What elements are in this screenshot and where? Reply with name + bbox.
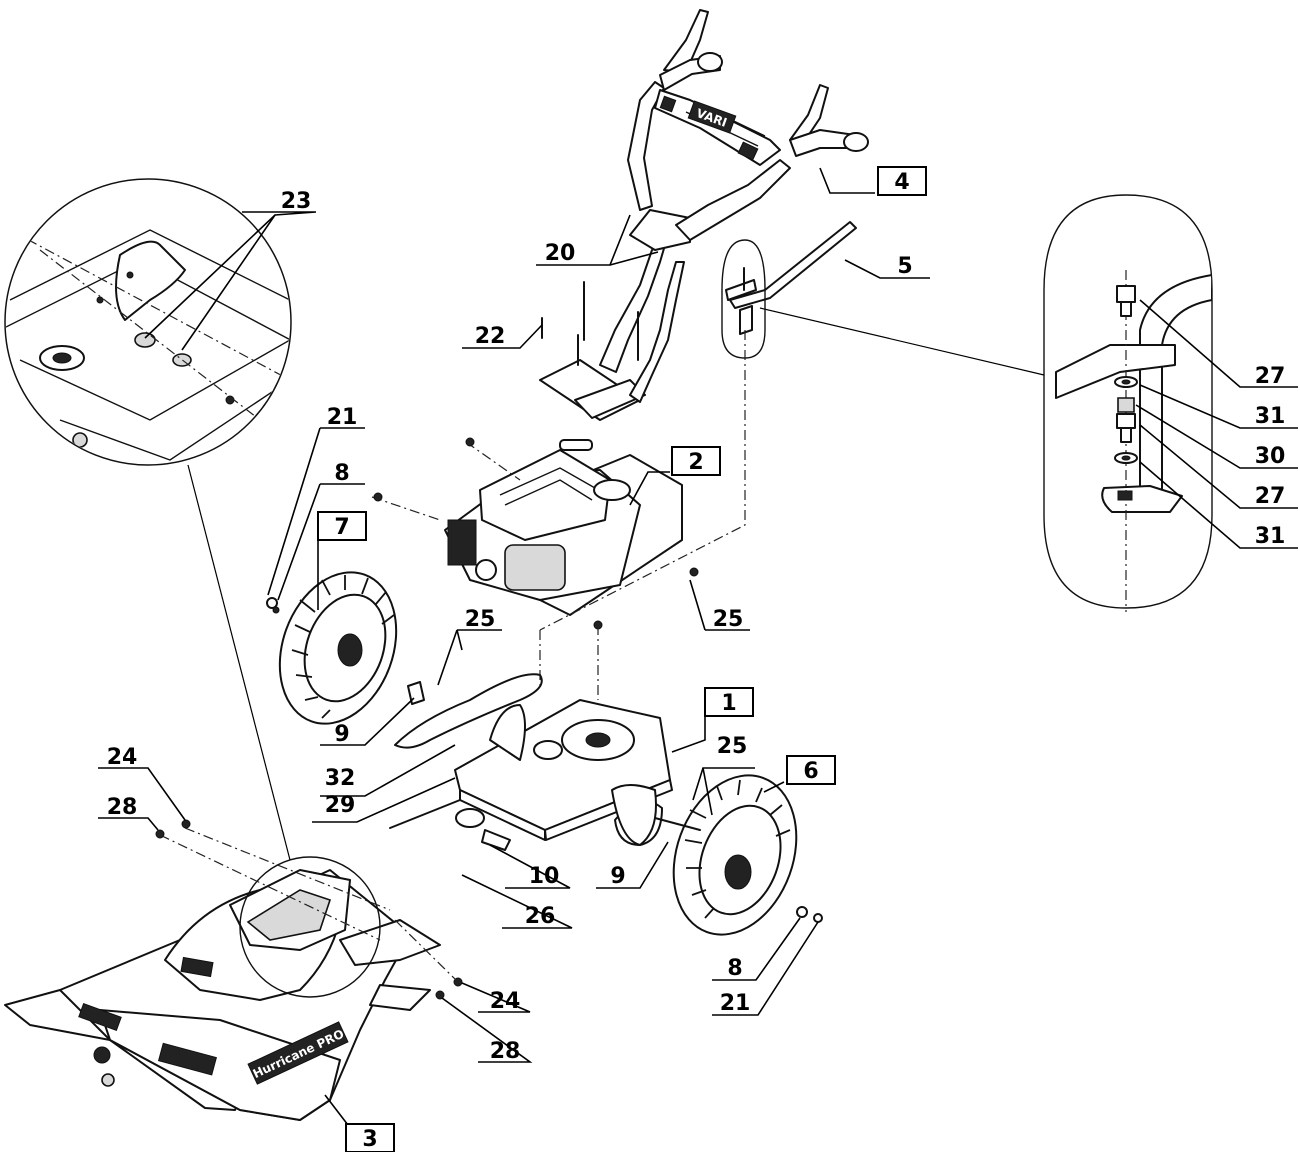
- callout-22: 22: [475, 324, 506, 349]
- svg-text:2: 2: [688, 450, 703, 475]
- svg-text:6: 6: [803, 759, 818, 784]
- callout-7: 7: [317, 511, 367, 541]
- callout-25-engine: 25: [713, 607, 744, 632]
- callout-31-bottom: 31: [1255, 524, 1286, 549]
- callout-1: 1: [704, 687, 754, 717]
- left-wheel: [266, 571, 425, 725]
- callout-27-top: 27: [1255, 364, 1286, 389]
- callout-20: 20: [545, 241, 576, 266]
- detail-link-line: [759, 307, 1045, 376]
- callout-24-right: 24: [490, 989, 521, 1014]
- callout-26: 26: [525, 904, 556, 929]
- callout-24-left: 24: [107, 745, 138, 770]
- callout-9-left: 9: [334, 722, 349, 747]
- callout-25-right: 25: [717, 734, 748, 759]
- right-wheel: [611, 774, 823, 936]
- callout-30: 30: [1255, 444, 1286, 469]
- svg-text:4: 4: [894, 170, 909, 195]
- callout-9-right: 9: [610, 864, 625, 889]
- callout-32: 32: [325, 766, 356, 791]
- callout-28-left: 28: [107, 795, 138, 820]
- callout-21-right: 21: [720, 991, 751, 1016]
- leader-lines: [98, 167, 1298, 1138]
- handlebar-assembly: VARI: [539, 9, 869, 421]
- callout-8-left: 8: [334, 461, 349, 486]
- callout-29: 29: [325, 793, 356, 818]
- svg-text:7: 7: [334, 515, 349, 540]
- callout-8-right: 8: [727, 956, 742, 981]
- callout-5: 5: [897, 254, 912, 279]
- callout-2: 2: [671, 446, 721, 476]
- callout-3: 3: [345, 1123, 395, 1152]
- adjustment-rod: [721, 221, 857, 359]
- callout-10: 10: [529, 864, 560, 889]
- callout-31-top: 31: [1255, 404, 1286, 429]
- detail-link-line-lower: [187, 464, 291, 861]
- detail-circle-deck-hinge: [4, 178, 292, 466]
- mower-deck: Hurricane PRO: [4, 819, 463, 1121]
- engine: [371, 437, 699, 630]
- callout-27-bottom: 27: [1255, 484, 1286, 509]
- callout-21-left: 21: [327, 405, 358, 430]
- svg-text:1: 1: [721, 691, 736, 716]
- svg-text:3: 3: [362, 1127, 377, 1152]
- callout-23: 23: [281, 189, 312, 214]
- callout-28-right: 28: [490, 1039, 521, 1064]
- callout-6: 6: [786, 755, 836, 785]
- detail-capsule-fastening: [1043, 194, 1213, 612]
- callout-25-top: 25: [465, 607, 496, 632]
- callout-labels: 1 2 3 4 5 6 7 8 8 9 9 10 20 21 21 22: [107, 166, 1286, 1152]
- callout-4: 4: [877, 166, 927, 196]
- drive-belt: [394, 673, 543, 749]
